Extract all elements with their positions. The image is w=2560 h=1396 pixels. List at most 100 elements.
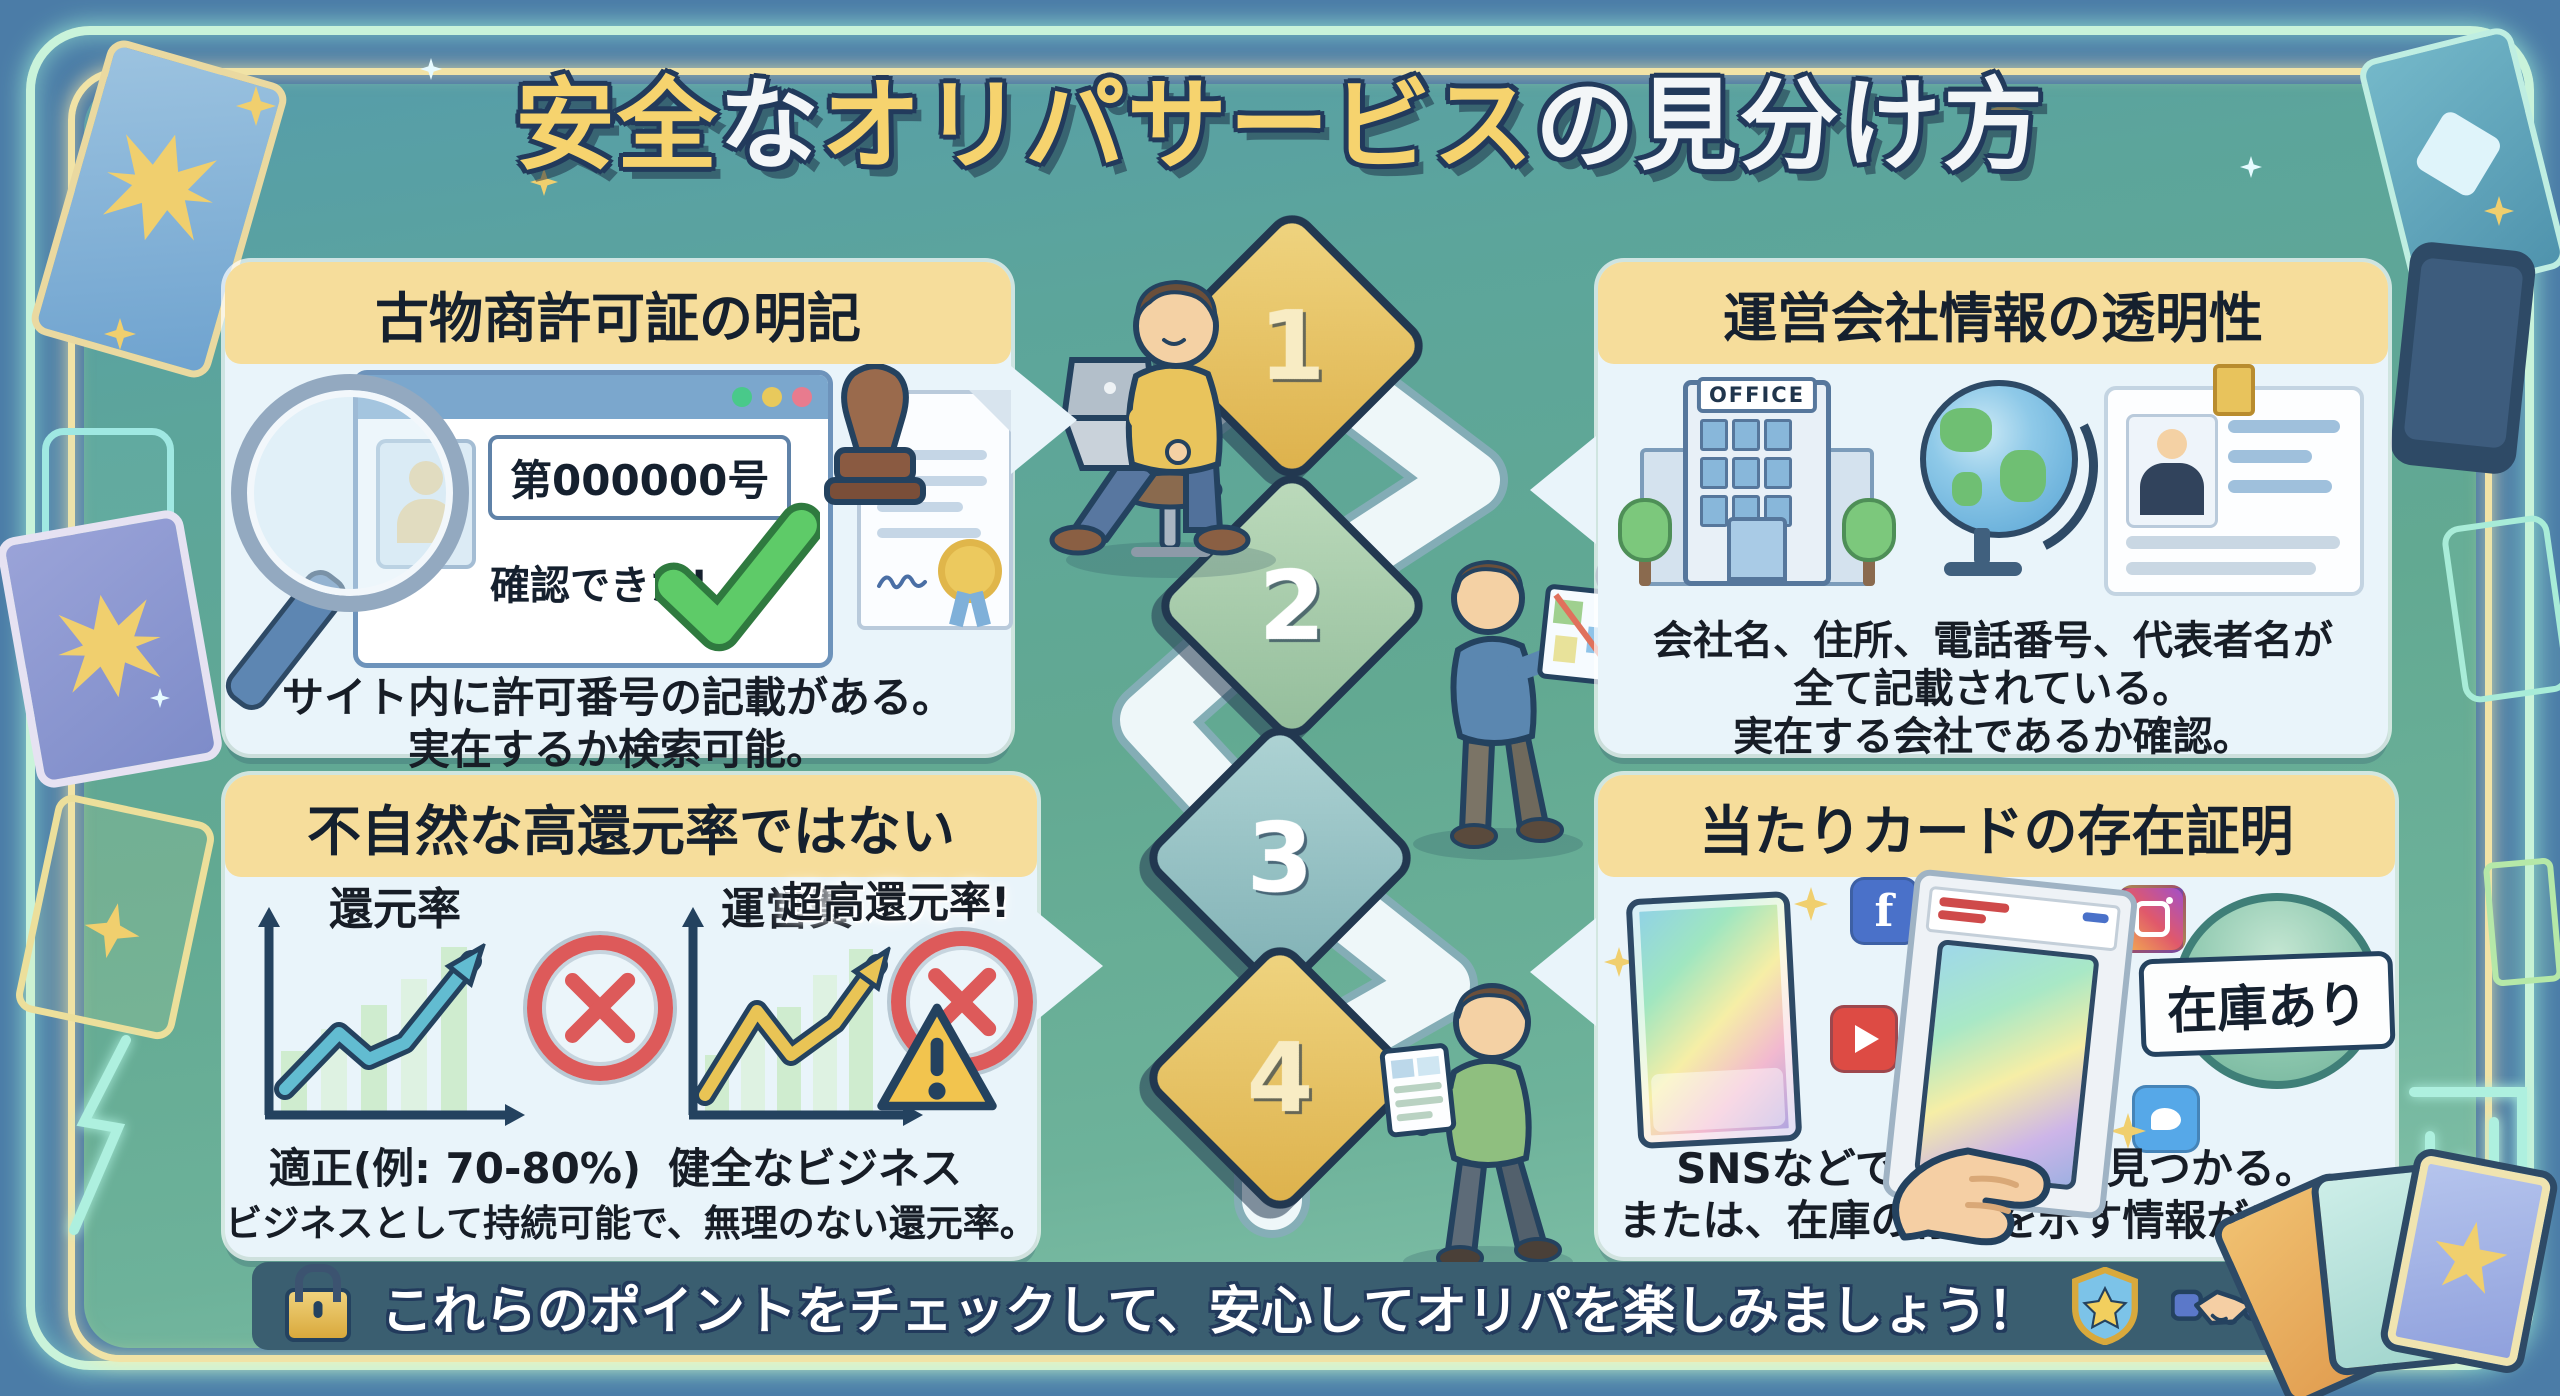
window-dot-red	[792, 387, 812, 407]
rate-box-header: 不自然な高還元率ではない	[225, 775, 1037, 877]
globe-icon	[1885, 347, 2123, 594]
company-caption-1: 会社名、住所、電話番号、代表者名が	[1653, 618, 2333, 664]
certificate-line	[877, 528, 981, 538]
id-line	[2228, 420, 2340, 433]
deco-lightning-left	[69, 1035, 131, 1235]
chart2-caption: 健全なビジネス	[667, 1144, 962, 1193]
rate-box: 不自然な高還元率ではない 還元率 運営費 超高還元率!	[225, 775, 1037, 1257]
window-dot-yellow	[762, 387, 782, 407]
return-rate-chart	[258, 907, 525, 1126]
deco-card-right-green	[2482, 857, 2560, 987]
certificate-line	[877, 476, 987, 486]
office-sign: OFFICE	[1696, 377, 1818, 413]
title-part: オリパサービス	[821, 67, 1535, 184]
proof-box-header: 当たりカードの存在証明	[1598, 775, 2395, 877]
warning-label: 超高還元率!	[781, 878, 1011, 927]
tree-icon	[1842, 498, 1896, 586]
step-number: 3	[1246, 802, 1314, 914]
license-box-header: 古物商許可証の明記	[225, 262, 1011, 364]
person-with-laptop	[1049, 279, 1276, 578]
title-part: 安全	[515, 67, 719, 184]
chevron-right-icon	[1037, 912, 1103, 1020]
certificate-line	[877, 502, 963, 512]
facebook-icon: f	[1850, 877, 1918, 945]
globe-arc	[1885, 347, 2123, 585]
rate-box-body: 還元率 運営費 超高還元率!	[225, 877, 1037, 1257]
sparkle-icon	[1794, 887, 1828, 921]
tree-icon	[1618, 498, 1672, 586]
checkmark-icon	[655, 502, 820, 652]
card-clip	[2213, 364, 2255, 416]
warning-icon	[877, 1003, 997, 1111]
window	[1700, 419, 1728, 451]
company-box-body: OFFICE	[1598, 347, 2388, 760]
hand-icon	[1892, 1147, 2051, 1246]
license-box: 古物商許可証の明記 第000000号 確認できた!	[218, 262, 1013, 774]
office-building-icon: OFFICE	[1618, 377, 1896, 586]
representative-avatar	[2126, 414, 2218, 528]
stock-badge: 在庫あり	[2138, 950, 2396, 1058]
chart1-caption: 適正(例: 70-80%)	[268, 1144, 642, 1193]
globe-sphere	[1920, 380, 2078, 538]
title-part: な	[719, 67, 821, 184]
window	[1732, 457, 1760, 489]
office-tower: OFFICE	[1683, 377, 1831, 586]
youtube-icon	[1830, 1005, 1898, 1073]
office-door	[1727, 517, 1787, 581]
rate-caption: ビジネスとして持続可能で、無理のない還元率。	[225, 1202, 1037, 1245]
window	[1764, 419, 1792, 451]
company-box-header: 運営会社情報の透明性	[1598, 262, 2388, 364]
continent	[2000, 450, 2046, 502]
shield-icon	[2072, 1267, 2139, 1345]
license-caption-2: 実在するか検索可能。	[407, 725, 828, 774]
continent	[1952, 472, 1982, 506]
company-box: 運営会社情報の透明性 OFFICE	[1598, 262, 2388, 760]
slab-label-stripe	[1937, 909, 1987, 924]
window	[1764, 457, 1792, 489]
phone-screen	[2403, 257, 2524, 449]
seal-rosette-icon	[945, 546, 995, 596]
certificate-line	[877, 450, 987, 460]
globe-base	[1944, 562, 2022, 576]
company-caption-2: 全て記載されている。	[1793, 666, 2193, 712]
magnifier-icon	[231, 374, 469, 612]
footer-banner: これらのポイントをチェックして、安心してオリパを楽しみましょう！	[252, 1262, 2308, 1350]
chevron-left-icon	[1530, 918, 1596, 1026]
window	[1700, 457, 1728, 489]
facebook-glyph: f	[1874, 885, 1894, 937]
company-caption-3: 実在する会社であるか確認。	[1733, 714, 2253, 760]
twitter-icon	[2132, 1085, 2200, 1153]
license-caption-1: サイト内に許可番号の記載がある。	[281, 673, 954, 722]
id-card-icon	[2104, 364, 2364, 596]
window	[1732, 419, 1760, 451]
page-title: 安全なオリパサービスの見分け方	[0, 44, 2560, 189]
lock-icon	[284, 1288, 351, 1342]
id-line	[2228, 480, 2332, 493]
slab-label-stripe	[2082, 911, 2110, 924]
globe-stem	[1974, 528, 1990, 564]
id-line	[2228, 450, 2312, 463]
chevron-left-icon	[1530, 436, 1596, 544]
window	[1700, 495, 1728, 527]
starburst-icon	[49, 586, 169, 706]
ban-icon	[527, 935, 673, 1081]
license-number-field: 第000000号	[488, 435, 792, 520]
id-line	[2126, 562, 2316, 575]
chart2-label: 運営費	[721, 884, 853, 935]
holo-card-icon	[1625, 890, 1803, 1150]
stock-badge-group: 在庫あり	[2138, 893, 2396, 1089]
license-box-body: 第000000号 確認できた!	[218, 364, 1013, 774]
deco-phone-right	[2388, 240, 2538, 476]
chart1-label: 還元率	[329, 884, 461, 935]
window-dot-green	[732, 387, 752, 407]
business-cost-chart	[682, 907, 923, 1126]
star-icon	[2425, 1214, 2514, 1303]
step-number: 4	[1246, 1022, 1314, 1134]
footer-text: これらのポイントをチェックして、安心してオリパを楽しみましょう！	[380, 1281, 2040, 1342]
title-part: の見分け方	[1535, 67, 2045, 184]
chevron-right-icon	[1011, 366, 1077, 474]
sparkle-icon	[79, 897, 145, 963]
id-line	[2126, 536, 2340, 549]
proof-box: 当たりカードの存在証明 f	[1598, 775, 2396, 1257]
